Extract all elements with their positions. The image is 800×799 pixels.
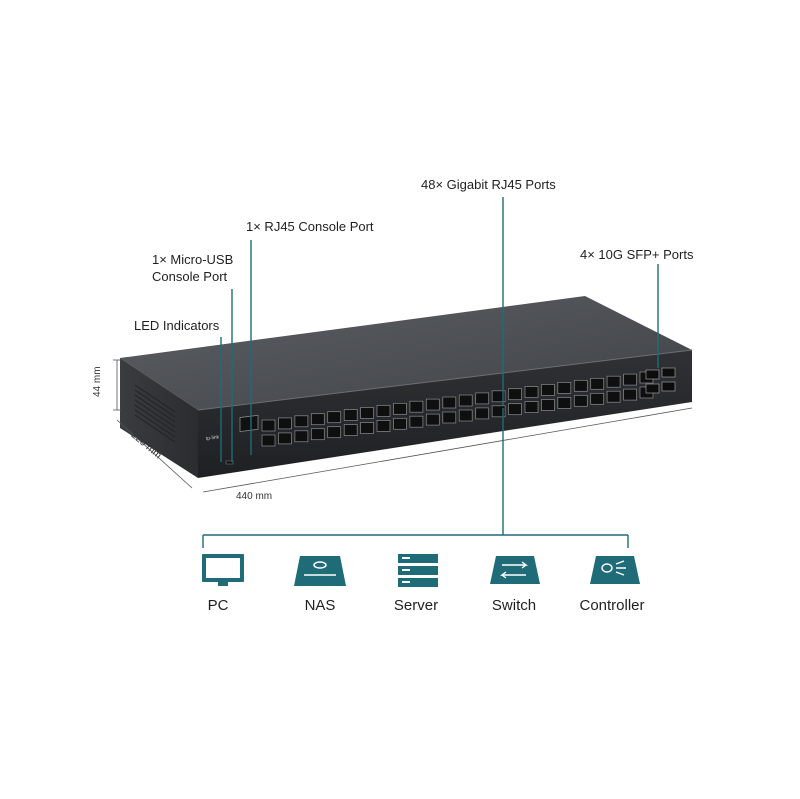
rj45-port (310, 428, 325, 441)
rj45-port (442, 411, 457, 424)
rj45-port (573, 394, 588, 407)
device-label-server: Server (393, 597, 439, 614)
rj45-port (524, 386, 539, 398)
rj45-port (261, 434, 276, 447)
callout-micro-usb-console: 1× Micro-USB Console Port (152, 252, 234, 284)
callout-rj45-console: 1× RJ45 Console Port (246, 219, 374, 234)
sfp-port (645, 369, 660, 380)
micro-usb-port (225, 460, 234, 465)
sfp-port (661, 381, 676, 392)
rj45-port (573, 379, 588, 392)
rj45-port (310, 413, 325, 426)
rj45-port (491, 405, 506, 418)
sfp-port (645, 383, 660, 394)
rj45-port (278, 432, 292, 445)
rj45-port (360, 422, 374, 434)
rj45-port (541, 399, 555, 411)
rj45-port (623, 373, 637, 386)
rj45-port (458, 409, 473, 422)
rj45-port (425, 413, 440, 426)
callout-led-indicators: LED Indicators (134, 318, 220, 333)
callout-lines (202, 197, 659, 548)
device-label-switch: Switch (491, 597, 537, 614)
rj45-port (327, 426, 342, 439)
rj45-port (343, 424, 358, 436)
device-label-controller: Controller (579, 597, 645, 614)
rj45-port (261, 419, 276, 432)
rj45-port (442, 396, 457, 409)
rj45-port (508, 403, 522, 416)
rj45-port (327, 411, 342, 424)
rj45-port (557, 382, 572, 394)
side-vents (134, 384, 176, 443)
rj45-port (409, 415, 424, 428)
device-label-pc: PC (207, 597, 229, 614)
rj45-port (590, 377, 605, 390)
dimension-width: 440 mm (236, 491, 273, 502)
rj45-port (393, 417, 407, 430)
rj45-port (541, 384, 555, 396)
monitor-icon (202, 554, 244, 586)
rj45-port (557, 397, 572, 409)
rj45-port (360, 407, 374, 419)
rj45-port (606, 375, 621, 388)
server-icon (398, 554, 438, 587)
rj45-port (508, 388, 522, 401)
svg-text:tp-link: tp-link (206, 434, 220, 442)
rj45-port (294, 430, 309, 443)
rj45-port (278, 417, 292, 430)
rj45-port (376, 405, 391, 417)
callout-sfp-ports: 4× 10G SFP+ Ports (580, 247, 694, 262)
rj45-port (425, 398, 440, 411)
console-port (239, 414, 259, 432)
rj45-port (475, 407, 490, 420)
rj45-port (524, 401, 539, 413)
rj45-port (458, 394, 473, 407)
rj45-port (376, 420, 391, 432)
rj45-port (590, 392, 605, 405)
rj45-port (606, 390, 621, 403)
switch-icon (490, 556, 540, 584)
rj45-port (343, 409, 358, 421)
device-label-nas: NAS (304, 597, 336, 614)
rj45-port (491, 390, 506, 403)
dimension-height: 44 mm (92, 366, 103, 397)
rj45-port (475, 392, 490, 405)
callout-gigabit-ports: 48× Gigabit RJ45 Ports (421, 177, 556, 192)
chassis-top (120, 296, 692, 410)
rj45-port (393, 402, 407, 415)
rj45-port (409, 400, 424, 413)
rj45-port-array (261, 371, 654, 447)
rj45-port (623, 388, 637, 401)
dimension-lines (113, 359, 693, 493)
sfp-port-array (645, 367, 676, 394)
controller-icon (590, 556, 640, 584)
sfp-port (661, 367, 676, 378)
nas-icon (294, 556, 346, 586)
rj45-port (294, 415, 309, 428)
